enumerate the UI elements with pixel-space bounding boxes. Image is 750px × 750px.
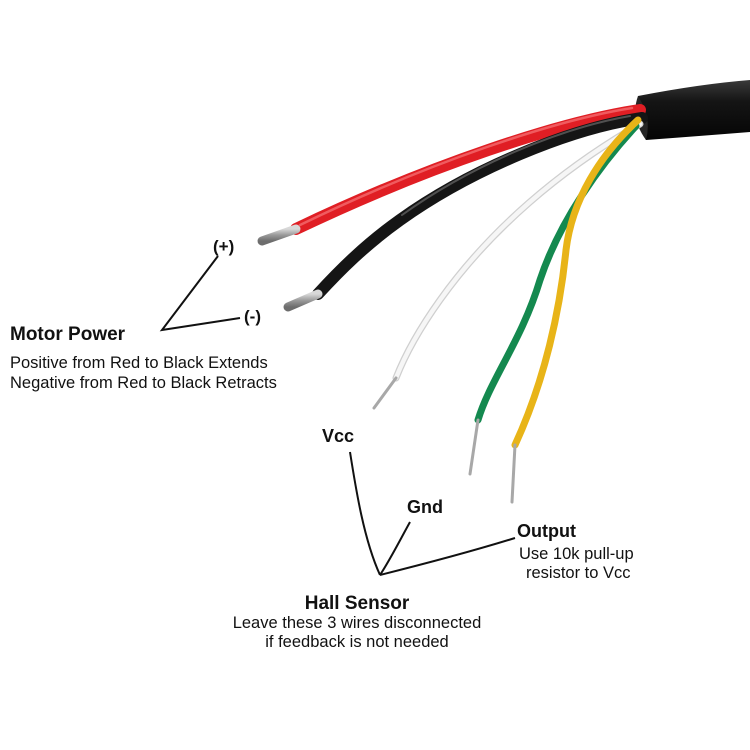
- motor-power-line-1: Positive from Red to Black Extends: [10, 354, 268, 372]
- red-wire-highlight: [298, 106, 634, 227]
- black-wire-highlight: [401, 115, 631, 216]
- white-wire-core: [393, 121, 643, 381]
- hall-sensor-line-2: if feedback is not needed: [265, 633, 449, 651]
- green-wire: [474, 122, 640, 424]
- motor-power-leader: [159, 255, 241, 332]
- hall-sensor-title: Hall Sensor: [304, 593, 410, 614]
- green-wire-tip: [468, 418, 480, 476]
- output-title: Output: [517, 521, 576, 541]
- red-wire: [290, 104, 646, 235]
- cable-jacket: [637, 80, 750, 140]
- white-wire-tip: [372, 376, 398, 410]
- output-line-1: Use 10k pull-up: [519, 545, 634, 563]
- output-line-2: resistor to Vcc: [526, 564, 631, 582]
- yellow-wire-tip: [510, 443, 517, 504]
- hall-output-leader: [379, 537, 516, 576]
- hall-gnd-leader: [379, 521, 411, 576]
- motor-power-title: Motor Power: [10, 324, 126, 345]
- vcc-label: Vcc: [322, 426, 355, 446]
- motor-positive-label: (+): [213, 237, 235, 256]
- red-wire-tip: [257, 224, 301, 246]
- motor-negative-label: (-): [244, 307, 261, 326]
- hall-sensor-line-1: Leave these 3 wires disconnected: [232, 614, 482, 632]
- yellow-wire: [511, 116, 642, 449]
- motor-power-line-2: Negative from Red to Black Retracts: [10, 374, 277, 392]
- hall-vcc-leader: [349, 451, 381, 576]
- gnd-label: Gnd: [407, 497, 443, 517]
- black-wire: [312, 112, 648, 300]
- black-wire-tip: [283, 289, 323, 312]
